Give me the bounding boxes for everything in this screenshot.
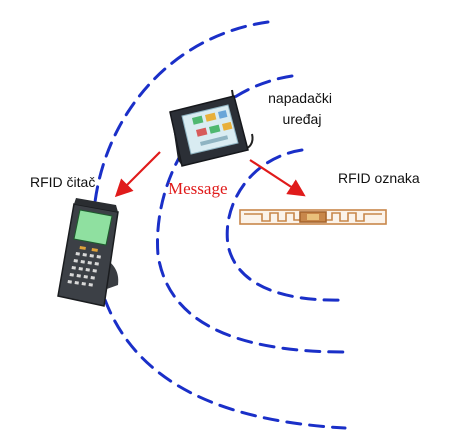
reader-label: RFID čitač [30,174,95,190]
rfid-tag-antenna-icon [239,209,387,225]
message-label: Message [168,179,227,198]
handheld-rfid-reader-icon [57,198,119,307]
wave-arc-inner [225,148,347,302]
attacker-label-line1: napadački [268,90,332,106]
arrow-to-reader [114,151,161,198]
arrow-to-tag [249,159,306,197]
signal-waves [91,20,347,430]
wave-arc-outer [91,20,347,430]
tablet-terminal-icon [169,89,254,167]
attacker-label: napadački uređaj [268,90,336,127]
message-arrows [114,151,306,198]
attacker-label-line2: uređaj [283,111,322,127]
tag-label: RFID oznaka [338,170,420,186]
